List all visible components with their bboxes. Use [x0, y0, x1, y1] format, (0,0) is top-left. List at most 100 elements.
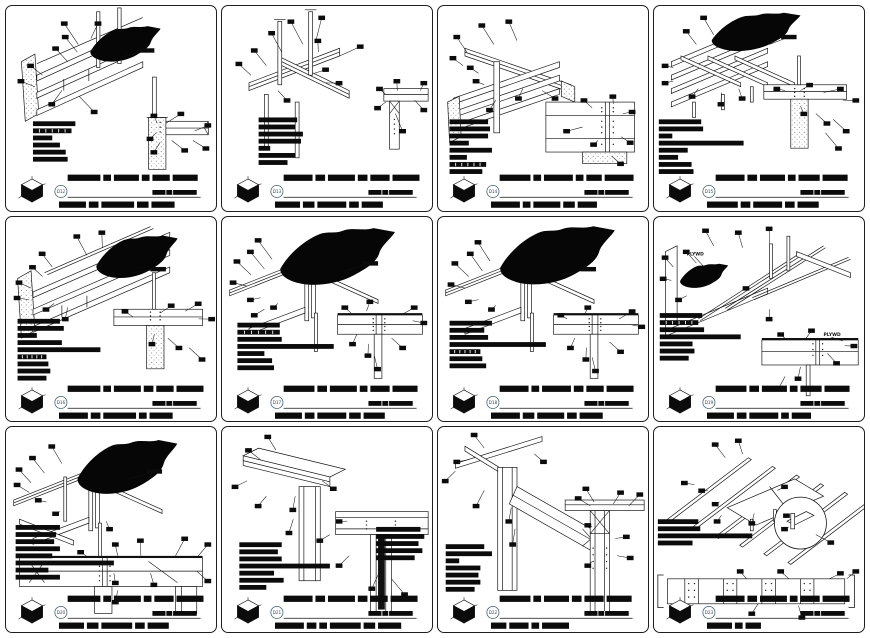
main-drawing — [229, 227, 395, 352]
signature-word — [800, 611, 845, 617]
detail-number-text: D16 — [57, 400, 66, 405]
membrane-shape — [500, 225, 615, 285]
signature-word — [368, 611, 413, 617]
notes-block — [659, 312, 741, 361]
notes-block — [237, 322, 334, 370]
cube-icon — [666, 386, 694, 414]
annotation-labels — [13, 444, 212, 605]
notes-block — [449, 119, 492, 174]
section-detail — [383, 88, 429, 150]
cube-icon — [18, 386, 46, 414]
detail-number-text: D12 — [57, 189, 66, 194]
detail-drawing-d17: D17 — [229, 227, 428, 419]
detail-number-text: D18 — [489, 400, 498, 405]
notes-block — [32, 121, 76, 162]
detail-number-text: D20 — [57, 611, 66, 616]
section-detail — [337, 312, 423, 379]
signature-word — [800, 400, 845, 406]
detail-number-badge: D18 — [486, 395, 500, 409]
signature-word — [584, 400, 629, 406]
signature-word — [152, 189, 197, 195]
main-drawing — [242, 448, 347, 582]
title-block: D15 — [666, 174, 849, 208]
detail-number-badge: D12 — [54, 185, 68, 198]
title-block: D12 — [18, 174, 201, 208]
annotation-labels — [235, 15, 428, 134]
signature-word — [368, 189, 413, 195]
detail-number-badge: D21 — [270, 606, 284, 620]
cube-icon — [234, 597, 262, 624]
title-block: D13 — [234, 174, 420, 208]
notes-block — [258, 117, 303, 165]
plywd-label: PLYWD — [824, 332, 841, 338]
panel-d21: D21 — [221, 426, 433, 633]
section-detail — [146, 76, 209, 170]
detail-number-badge: D22 — [486, 606, 500, 620]
detail-number-text: D17 — [273, 400, 282, 405]
notes-block — [239, 527, 425, 591]
detail-number-text: D13 — [273, 189, 282, 194]
title-block: D18 — [450, 385, 634, 419]
notes-block — [17, 318, 101, 381]
detail-number-text: D22 — [489, 611, 498, 616]
detail-drawing-d18: D18 — [445, 225, 646, 419]
detail-drawing-d16: D16 — [13, 225, 216, 419]
signature-word — [800, 189, 845, 195]
annotation-labels — [229, 237, 428, 371]
detail-number-text: D23 — [705, 611, 714, 616]
membrane-shape — [96, 235, 178, 278]
notes-block — [445, 544, 492, 593]
annotation-labels — [680, 438, 860, 621]
signature-word — [152, 400, 197, 406]
notes-block — [658, 119, 744, 174]
detail-drawing-d15: D15 — [658, 12, 860, 208]
title-block: D14 — [450, 174, 634, 208]
signature-word — [368, 400, 413, 406]
notes-block — [15, 525, 114, 580]
signature-word — [584, 611, 629, 617]
detail-number-badge: D23 — [702, 606, 716, 620]
main-drawing — [445, 225, 615, 352]
signature-word — [584, 189, 629, 195]
membrane-shape — [711, 12, 801, 52]
signature-word — [152, 611, 197, 617]
detail-number-text: D15 — [705, 189, 714, 194]
notes-block — [449, 320, 546, 368]
section-detail — [761, 337, 859, 396]
section-detail — [564, 500, 645, 614]
section-detail — [657, 486, 855, 609]
main-drawing — [671, 12, 801, 118]
title-block: D19 — [666, 385, 850, 419]
detail-drawing-d20: D20 — [13, 440, 212, 630]
section-detail — [335, 511, 429, 615]
cube-icon — [18, 597, 46, 624]
membrane-shape — [680, 263, 729, 288]
title-block: D21 — [234, 595, 418, 630]
title-block: D23 — [666, 595, 850, 630]
detail-number-badge: D13 — [270, 185, 284, 198]
cube-icon — [450, 597, 478, 624]
detail-drawing-d14: D14 — [447, 19, 636, 208]
panel-d20: D20 — [5, 426, 217, 633]
cube-icon — [666, 176, 694, 203]
detail-drawing-d12: D12 — [17, 7, 212, 208]
panel-d13: D13 — [221, 5, 433, 212]
annotation-labels — [659, 226, 858, 391]
annotation-labels — [447, 239, 646, 373]
membrane-shape — [77, 440, 178, 495]
cube-icon — [450, 386, 478, 414]
detail-number-text: D19 — [705, 400, 714, 405]
panel-d18: D18 — [437, 215, 649, 423]
annotation-labels — [17, 21, 212, 155]
annotation-labels — [13, 230, 216, 362]
section-detail — [545, 101, 635, 164]
detail-drawing-d21: D21 — [231, 435, 429, 630]
detail-number-badge: D17 — [270, 395, 284, 409]
panel-d23: D23 — [653, 426, 865, 633]
title-block: D22 — [450, 595, 633, 630]
panel-d17: D17 — [221, 215, 433, 423]
panel-d14: D14 — [437, 5, 649, 212]
cube-icon — [450, 176, 478, 203]
